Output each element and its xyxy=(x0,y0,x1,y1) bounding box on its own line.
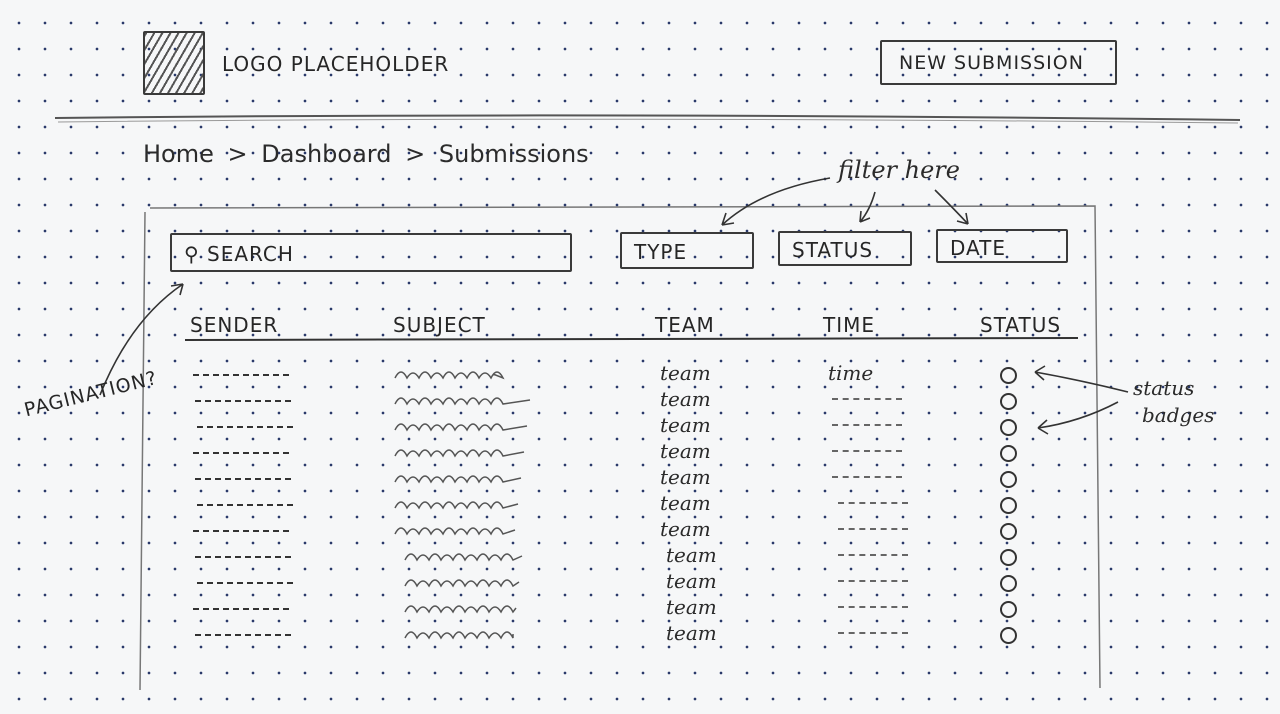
team-cell: team xyxy=(666,595,717,619)
search-input[interactable]: ⚲ SEARCH xyxy=(170,233,572,272)
type-filter[interactable]: TYPE xyxy=(620,232,754,269)
status-badge xyxy=(1000,627,1017,644)
status-badge xyxy=(1000,497,1017,514)
team-cell: team xyxy=(660,465,711,489)
status-badge xyxy=(1000,471,1017,488)
time-placeholder xyxy=(838,580,908,582)
breadcrumb: Home > Dashboard > Submissions xyxy=(143,140,589,168)
subject-scribble xyxy=(404,553,523,562)
team-cell: team xyxy=(660,491,711,515)
column-header-sender[interactable]: SENDER xyxy=(190,313,279,337)
annotation-filter-here: filter here xyxy=(838,156,960,184)
team-cell: team xyxy=(660,387,711,411)
time-placeholder xyxy=(838,502,908,504)
new-submission-label: NEW SUBMISSION xyxy=(899,52,1084,74)
table-row[interactable]: team xyxy=(0,413,1280,440)
table-row[interactable]: team xyxy=(0,569,1280,596)
type-filter-label: TYPE xyxy=(634,240,688,264)
subject-scribble xyxy=(404,605,517,614)
status-filter-label: STATUS xyxy=(792,238,874,262)
team-cell: team xyxy=(660,517,711,541)
subject-scribble xyxy=(394,397,531,406)
status-badge xyxy=(1000,575,1017,592)
subject-scribble xyxy=(404,579,520,588)
table-row[interactable]: team xyxy=(0,621,1280,648)
status-badge xyxy=(1000,523,1017,540)
date-filter-label: DATE xyxy=(950,236,1007,260)
subject-scribble xyxy=(404,631,514,640)
search-icon: ⚲ xyxy=(184,242,200,266)
sender-placeholder xyxy=(193,608,289,610)
time-placeholder xyxy=(832,476,902,478)
team-cell: team xyxy=(666,543,717,567)
subject-scribble xyxy=(394,371,505,380)
logo-label: LOGO PLACEHOLDER xyxy=(222,52,450,76)
sender-placeholder xyxy=(197,426,293,428)
table-row[interactable]: team xyxy=(0,465,1280,492)
breadcrumb-home[interactable]: Home xyxy=(143,140,214,168)
sender-placeholder xyxy=(195,478,291,480)
sender-placeholder xyxy=(197,504,293,506)
time-placeholder xyxy=(832,398,902,400)
time-placeholder xyxy=(838,606,908,608)
annotation-status-badges-1: status xyxy=(1133,376,1195,400)
subject-scribble xyxy=(394,501,519,510)
column-header-team[interactable]: TEAM xyxy=(655,313,715,337)
time-placeholder xyxy=(832,424,902,426)
time-placeholder xyxy=(838,554,908,556)
column-header-time[interactable]: TIME xyxy=(823,313,876,337)
table-row[interactable]: team xyxy=(0,595,1280,622)
time-placeholder xyxy=(838,632,908,634)
status-badge xyxy=(1000,393,1017,410)
time-cell: time xyxy=(828,361,874,385)
status-badge xyxy=(1000,445,1017,462)
sender-placeholder xyxy=(197,582,293,584)
table-row[interactable]: team xyxy=(0,439,1280,466)
table-row[interactable]: team time xyxy=(0,361,1280,388)
team-cell: team xyxy=(660,361,711,385)
annotation-status-badges-2: badges xyxy=(1142,403,1215,427)
team-cell: team xyxy=(660,439,711,463)
subject-scribble xyxy=(394,475,522,484)
table-row[interactable]: team xyxy=(0,543,1280,570)
status-badge xyxy=(1000,419,1017,436)
team-cell: team xyxy=(660,413,711,437)
sender-placeholder xyxy=(195,400,291,402)
logo-placeholder xyxy=(143,31,205,95)
search-placeholder: SEARCH xyxy=(207,242,294,266)
sender-placeholder xyxy=(195,556,291,558)
team-cell: team xyxy=(666,621,717,645)
sender-placeholder xyxy=(195,634,291,636)
sender-placeholder xyxy=(193,452,289,454)
breadcrumb-submissions: Submissions xyxy=(438,140,589,168)
breadcrumb-separator: > xyxy=(405,140,426,168)
table-row[interactable]: team xyxy=(0,491,1280,518)
column-header-status[interactable]: STATUS xyxy=(980,313,1062,337)
sender-placeholder xyxy=(193,530,289,532)
status-badge xyxy=(1000,601,1017,618)
subject-scribble xyxy=(394,423,528,432)
status-filter[interactable]: STATUS xyxy=(778,231,912,266)
date-filter[interactable]: DATE xyxy=(936,229,1068,263)
sender-placeholder xyxy=(193,374,289,376)
subject-scribble xyxy=(394,449,525,458)
breadcrumb-separator: > xyxy=(227,140,248,168)
column-header-subject[interactable]: SUBJECT xyxy=(393,313,486,337)
time-placeholder xyxy=(832,450,902,452)
new-submission-button[interactable]: NEW SUBMISSION xyxy=(880,40,1117,85)
time-placeholder xyxy=(838,528,908,530)
team-cell: team xyxy=(666,569,717,593)
table-row[interactable]: team xyxy=(0,517,1280,544)
status-badge xyxy=(1000,367,1017,384)
status-badge xyxy=(1000,549,1017,566)
table-row[interactable]: team xyxy=(0,387,1280,414)
breadcrumb-dashboard[interactable]: Dashboard xyxy=(261,140,392,168)
subject-scribble xyxy=(394,527,516,536)
